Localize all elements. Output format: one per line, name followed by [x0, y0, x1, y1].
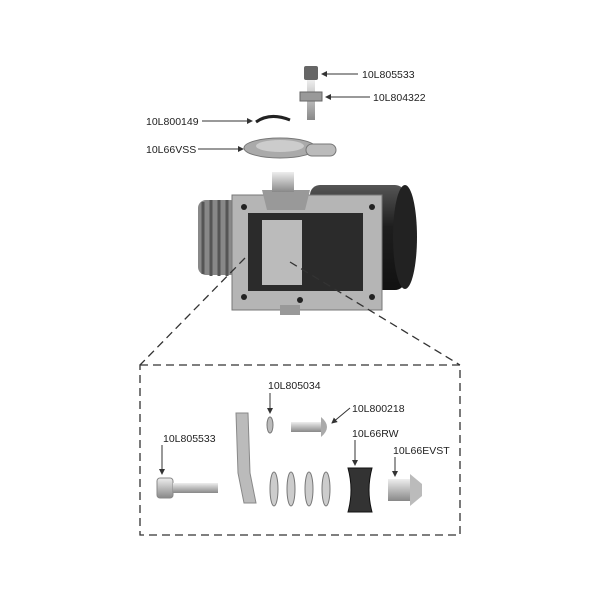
label-button-screw: 10L800218 [352, 403, 405, 415]
label-end-stud: 10L66EVST [393, 445, 450, 457]
threaded-inlet [198, 200, 238, 276]
roller-wheel [347, 467, 373, 513]
label-cap-screw-detail: 10L805533 [163, 433, 216, 445]
spring [243, 137, 337, 159]
cap-screw-detail [156, 477, 218, 499]
label-e-clip: 10L800149 [146, 116, 199, 128]
label-nut: 10L804322 [373, 92, 426, 104]
label-roller-wheel: 10L66RW [352, 428, 399, 440]
lever-arm [235, 412, 257, 504]
washers [269, 471, 331, 507]
detail-callout [139, 257, 461, 536]
label-spring: 10L66VSS [146, 144, 196, 156]
small-washer [266, 416, 274, 434]
valve-body [198, 172, 417, 315]
label-cap-screw-top: 10L805533 [362, 69, 415, 81]
label-small-washer: 10L805034 [268, 380, 321, 392]
button-screw [291, 417, 327, 437]
end-stud [388, 474, 422, 506]
cap-screw-top [299, 66, 323, 120]
e-clip [255, 115, 291, 124]
